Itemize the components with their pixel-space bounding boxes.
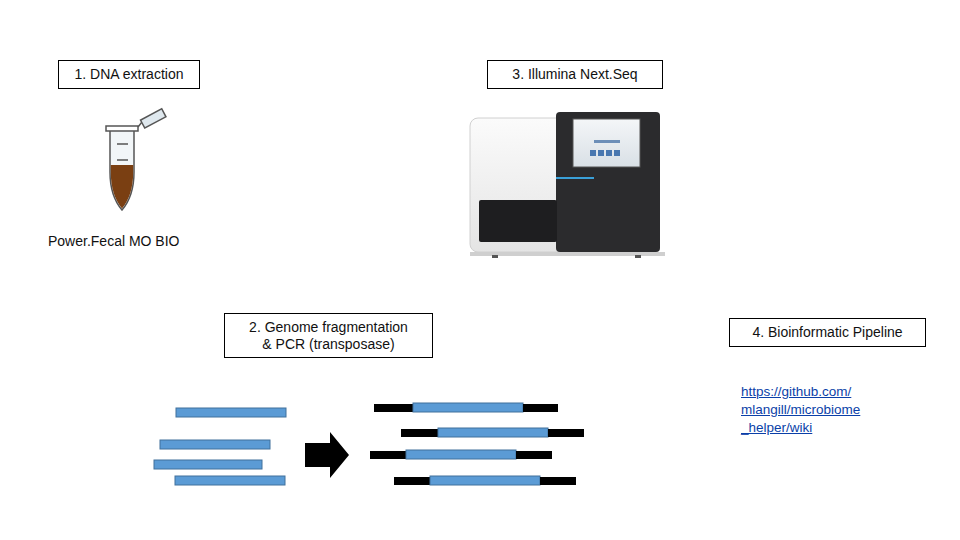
step-label: 3. Illumina Next.Seq	[512, 66, 637, 83]
screen-button	[590, 150, 596, 156]
tube-mark	[117, 143, 128, 145]
dna-fragment	[438, 428, 548, 437]
sequencer-panel	[556, 112, 660, 252]
tube-lid	[141, 109, 166, 128]
adapter	[548, 429, 584, 437]
sequencer-foot	[635, 255, 641, 258]
screen-button	[594, 140, 620, 143]
dna-fragment	[406, 450, 516, 459]
step-label: 4. Bioinformatic Pipeline	[752, 324, 902, 341]
tube-mark	[117, 159, 128, 161]
sequencer-body	[470, 118, 565, 252]
adapter	[540, 477, 576, 485]
step-box: 2. Genome fragmentation & PCR (transposa…	[224, 313, 433, 358]
dna-fragment	[176, 408, 286, 417]
step-box: 3. Illumina Next.Seq	[487, 60, 663, 89]
dna-fragment	[154, 460, 262, 469]
adapter	[394, 477, 431, 485]
sequencer-instrument	[470, 112, 665, 258]
step-label: 2. Genome fragmentation & PCR (transposa…	[245, 319, 413, 353]
adapter	[516, 451, 552, 459]
dna-fragment	[430, 476, 540, 485]
sequencer-foot	[492, 255, 498, 258]
adapter	[401, 429, 439, 437]
flowcell-drawer	[479, 200, 557, 242]
fecal-sample	[111, 165, 133, 209]
adapter	[370, 451, 407, 459]
screen-button	[614, 150, 620, 156]
dna-fragment	[413, 403, 523, 412]
adapter	[374, 404, 414, 412]
step-box: 4. Bioinformatic Pipeline	[729, 318, 926, 347]
kit-name: Power.Fecal MO BIO	[48, 232, 248, 250]
pipeline-link: https://github.com/ mlangill/microbiome …	[741, 383, 906, 437]
tube-rim	[106, 126, 138, 131]
status-light	[556, 177, 594, 179]
step-label: 1. DNA extraction	[75, 66, 184, 83]
step-box: 1. DNA extraction	[58, 60, 200, 89]
dna-fragment	[160, 440, 270, 449]
screen-button	[598, 150, 604, 156]
tube-body	[110, 130, 134, 210]
sequencer-screen	[573, 119, 640, 167]
sample-tube	[106, 109, 166, 210]
dna-fragment	[175, 476, 285, 485]
process-arrow	[305, 432, 349, 478]
screen-button	[606, 150, 612, 156]
genome-fragments	[154, 408, 286, 485]
adapter	[523, 404, 558, 412]
tagged-fragments	[370, 403, 584, 485]
